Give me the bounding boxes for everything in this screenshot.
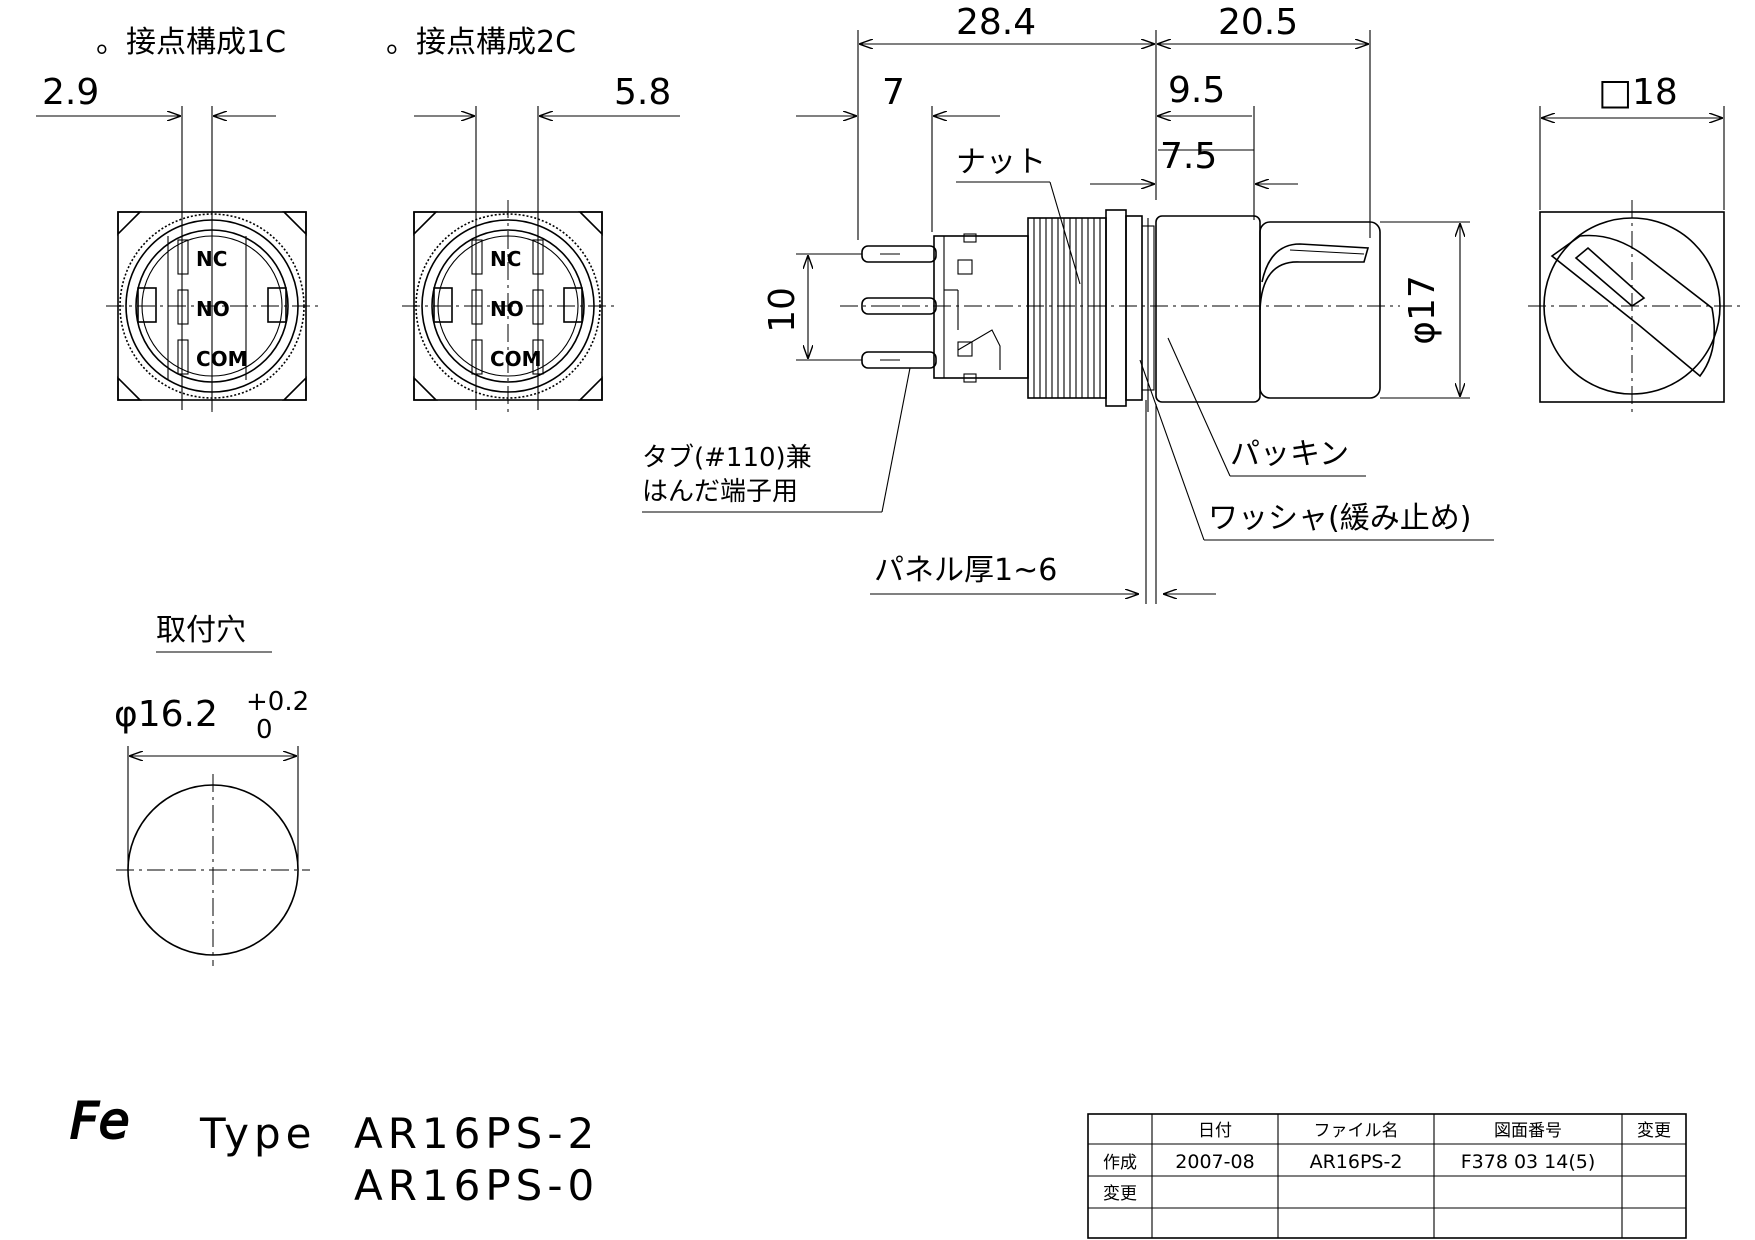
label-packing: パッキン xyxy=(1230,437,1349,472)
label-washer: ワッシャ(緩み止め) xyxy=(1208,501,1471,536)
dim-20-5: 20.5 xyxy=(1218,2,1298,43)
type-label: Type xyxy=(199,1109,316,1158)
terminal-no-2c: NO xyxy=(490,297,524,321)
terminal-no-1c: NO xyxy=(196,297,230,321)
dim-10: 10 xyxy=(762,287,803,333)
dim-5-8: 5.8 xyxy=(614,72,671,113)
cell-drawing-number: F378 03 14(5) xyxy=(1461,1151,1596,1173)
header-date: 日付 xyxy=(1198,1121,1232,1141)
dim-7-5: 7.5 xyxy=(1160,136,1217,177)
label-tab-line2: はんだ端子用 xyxy=(642,477,798,507)
tol-upper: +0.2 xyxy=(246,687,309,717)
contact-1c-title: 。接点構成1C xyxy=(96,25,286,60)
type-block: Fe Type AR16PS-2 AR16PS-0 xyxy=(69,1091,599,1210)
model-2: AR16PS-0 xyxy=(354,1161,599,1210)
dim-2-9: 2.9 xyxy=(42,72,99,113)
row-created-label: 作成 xyxy=(1103,1153,1137,1173)
header-change: 変更 xyxy=(1637,1121,1671,1141)
dim-9-5: 9.5 xyxy=(1168,70,1225,111)
label-panel: パネル厚1~6 xyxy=(874,553,1057,588)
header-drawing-number: 図面番号 xyxy=(1494,1121,1562,1141)
cell-date: 2007-08 xyxy=(1175,1151,1254,1173)
side-view: 28.4 20.5 7 9.5 7.5 ナット xyxy=(642,2,1494,604)
terminal-com-1c: COM xyxy=(196,347,248,371)
mounting-hole-title: 取付穴 xyxy=(156,613,246,648)
terminal-com-2c: COM xyxy=(490,347,542,371)
fe-logo: Fe xyxy=(70,1092,130,1150)
dim-phi16-2: φ16.2 xyxy=(114,694,218,735)
terminal-nc-2c: NC xyxy=(490,247,521,271)
label-nut: ナット xyxy=(956,145,1046,180)
front-view: □18 xyxy=(1528,72,1740,412)
contact-2c-view: 。接点構成2C 5.8 NC NO COM xyxy=(386,25,680,415)
contact-2c-title: 。接点構成2C xyxy=(386,25,576,60)
row-change-label: 変更 xyxy=(1103,1184,1137,1204)
dim-square-18: □18 xyxy=(1598,72,1678,113)
contact-1c-view: 。接点構成1C 2.9 NC NO COM xyxy=(36,25,320,415)
mounting-hole-view: 取付穴 φ16.2 +0.2 0 xyxy=(114,613,310,966)
title-table: 日付 ファイル名 図面番号 変更 作成 2007-08 AR16PS-2 F37… xyxy=(1087,1113,1687,1239)
header-filename: ファイル名 xyxy=(1314,1121,1399,1141)
dim-28-4: 28.4 xyxy=(956,2,1036,43)
model-1: AR16PS-2 xyxy=(354,1109,599,1158)
dim-7: 7 xyxy=(882,72,905,113)
cell-filename: AR16PS-2 xyxy=(1310,1151,1403,1173)
label-tab-line1: タブ(#110)兼 xyxy=(642,443,812,473)
dim-phi17: φ17 xyxy=(1402,275,1443,345)
tol-lower: 0 xyxy=(256,715,273,745)
